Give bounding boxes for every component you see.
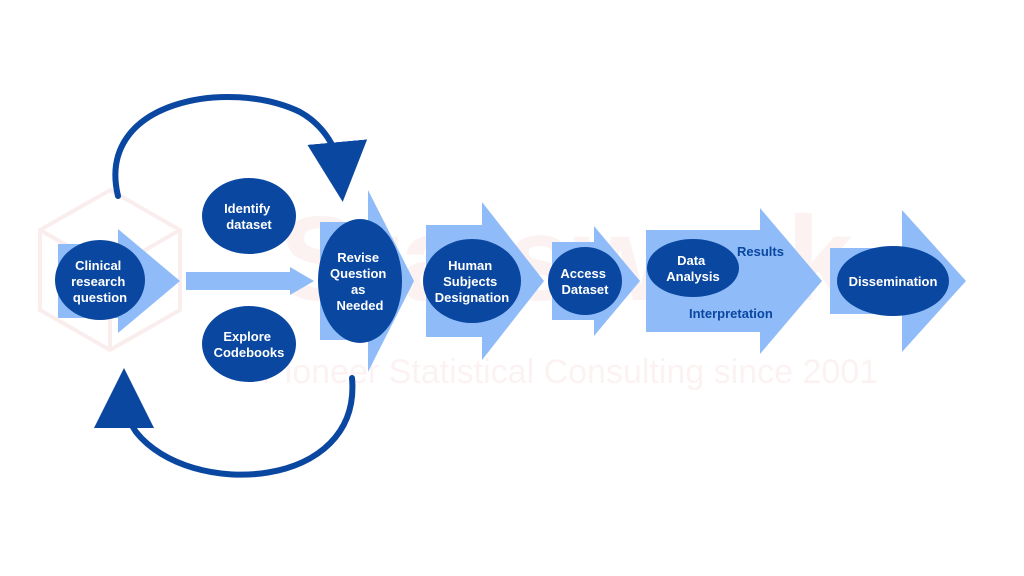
node-labels: Clinical research question Identify data… (71, 201, 937, 360)
revise-label-line: Question (330, 266, 386, 281)
human-node (423, 239, 521, 323)
revise-label-line: Revise (337, 250, 379, 265)
revise-label: Revise Question as Needed (330, 250, 390, 313)
clinical-label-line: Clinical (75, 258, 121, 273)
explore-node (202, 306, 296, 382)
clinical-label-line: research (71, 274, 125, 289)
human-label-line: Subjects (443, 274, 497, 289)
identify-label-line: Identify (224, 201, 271, 216)
feedback-loops (94, 94, 368, 478)
connector-arrow-shape (186, 267, 314, 295)
explore-label-line: Codebooks (214, 345, 285, 360)
human-label-line: Designation (435, 290, 509, 305)
access-node (548, 247, 622, 315)
clinical-node (55, 240, 145, 320)
analysis-label: Data Analysis (666, 253, 719, 284)
clinical-label: Clinical research question (71, 258, 129, 305)
top-loop-arrow (112, 94, 368, 202)
revise-node (318, 219, 402, 343)
revise-label-line: as (351, 282, 365, 297)
dissemination-label-line: Dissemination (849, 274, 938, 289)
revise-label-line: Needed (337, 298, 384, 313)
analysis-label-line: Data (677, 253, 706, 268)
identify-label: Identify dataset (224, 201, 274, 232)
analysis-label-line: Analysis (666, 269, 719, 284)
access-label-line: Access (560, 266, 606, 281)
access-label: Access Dataset (560, 266, 609, 297)
interpretation-label: Interpretation (689, 306, 773, 321)
identify-node (202, 178, 296, 254)
access-label-line: Dataset (562, 282, 610, 297)
human-label: Human Subjects Designation (435, 258, 509, 305)
analysis-node (647, 239, 739, 297)
watermark-tagline: Pioneer Statistical Consulting since 200… (262, 353, 878, 391)
identify-label-line: dataset (226, 217, 272, 232)
flow-nodes (55, 178, 949, 382)
dissemination-node (837, 246, 949, 316)
bottom-loop-arrow (94, 368, 356, 478)
explore-label-line: Explore (223, 329, 271, 344)
explore-label: Explore Codebooks (214, 329, 285, 360)
clinical-label-line: question (73, 290, 127, 305)
human-label-line: Human (448, 258, 492, 273)
results-label: Results (737, 244, 784, 259)
dissemination-label: Dissemination (849, 274, 938, 289)
